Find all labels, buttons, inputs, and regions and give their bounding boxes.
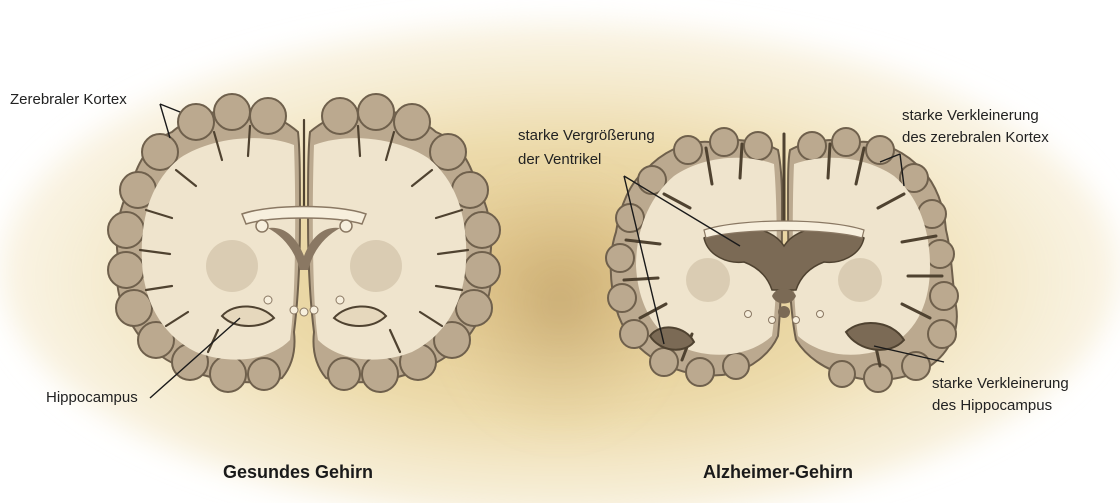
caption-alzheimer-brain: Alzheimer-Gehirn [628,462,928,483]
label-ventricles-line1: starke Vergrößerung [518,126,655,145]
label-healthy-cortex: Zerebraler Kortex [10,90,127,109]
label-cortex-shrink-line2: des zerebralen Kortex [902,128,1049,147]
label-hippo-shrink-line2: des Hippocampus [932,396,1052,415]
caption-healthy-brain: Gesundes Gehirn [148,462,448,483]
label-ventricles-line2: der Ventrikel [518,150,601,169]
label-healthy-hippocampus: Hippocampus [46,388,138,407]
label-cortex-shrink-line1: starke Verkleinerung [902,106,1039,125]
label-hippo-shrink-line1: starke Verkleinerung [932,374,1069,393]
